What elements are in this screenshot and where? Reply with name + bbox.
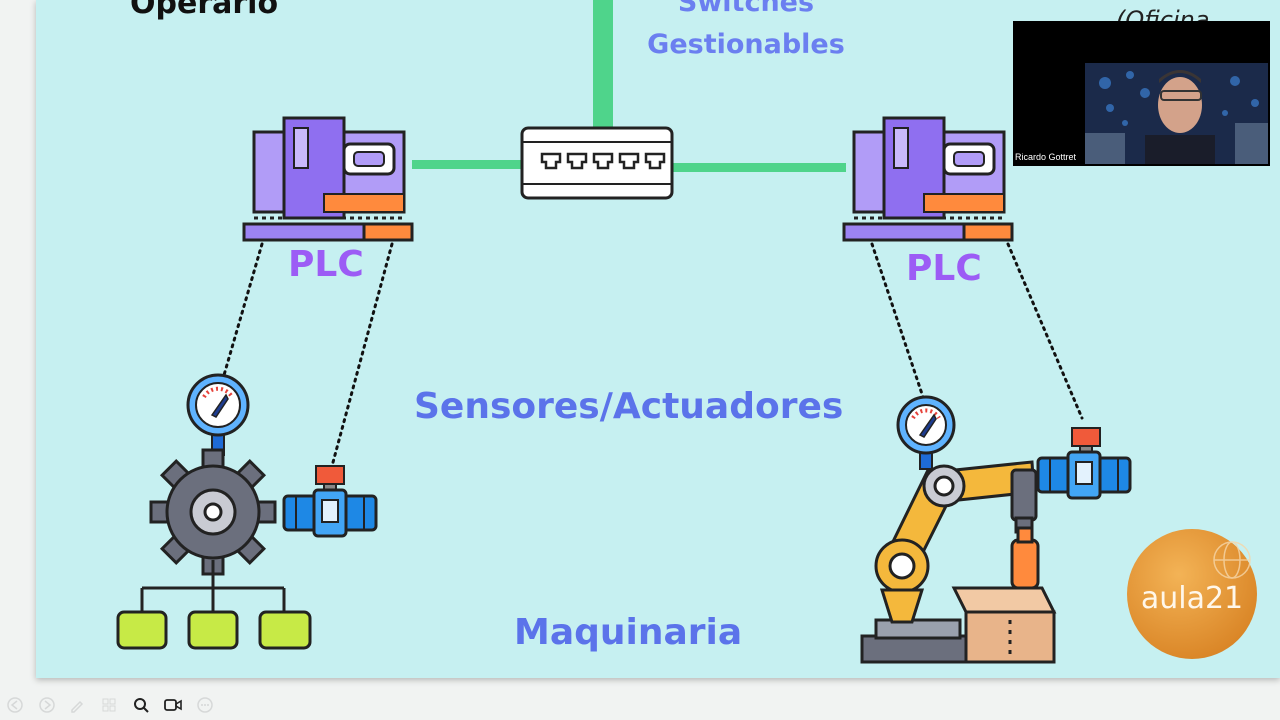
pressure-gauge-icon	[186, 373, 250, 456]
sensores-actuadores-label: Sensores/Actuadores	[414, 386, 844, 427]
video-icon[interactable]	[162, 694, 184, 716]
field-wire	[330, 242, 394, 468]
pressure-gauge-icon	[896, 395, 956, 470]
next-icon[interactable]	[36, 694, 58, 716]
switches-line2: Gestionables	[647, 29, 845, 60]
gear-icon	[116, 448, 312, 650]
connection-lines	[220, 0, 1084, 468]
presentation-toolbar	[0, 690, 240, 720]
aula21-logo: aula21	[1127, 529, 1257, 659]
box-icon	[951, 526, 1057, 664]
speaker-video	[1085, 63, 1268, 164]
prev-icon[interactable]	[4, 694, 26, 716]
plc-right-icon	[842, 116, 1014, 242]
link-cable-right	[672, 163, 846, 172]
video-overlay[interactable]: Ricardo Gottret	[1013, 21, 1270, 166]
network-switch-icon	[520, 126, 674, 200]
field-wire	[220, 242, 264, 384]
switches-line1: Switches	[677, 0, 815, 18]
logo-text: aula21	[1141, 581, 1243, 616]
more-icon[interactable]	[194, 694, 216, 716]
robot-arm-icon	[860, 460, 1057, 664]
plc-left-label: PLC	[288, 244, 364, 285]
flowmeter-icon	[1036, 427, 1132, 500]
plc-left-icon	[242, 116, 414, 242]
plc-right-label: PLC	[906, 248, 982, 289]
zoom-icon[interactable]	[130, 694, 152, 716]
link-cable-left	[412, 160, 550, 169]
pen-icon[interactable]	[66, 694, 88, 716]
speaker-name: Ricardo Gottret	[1015, 152, 1077, 162]
operario-label: Operario	[130, 0, 279, 21]
maquinaria-label: Maquinaria	[514, 612, 743, 653]
hierarchy-tree	[140, 560, 286, 612]
flowmeter-icon	[282, 465, 378, 538]
uplink-cable	[593, 0, 613, 132]
field-wire	[870, 242, 926, 402]
switches-label: Switches Gestionables	[631, 0, 861, 66]
grid-icon[interactable]	[98, 694, 120, 716]
